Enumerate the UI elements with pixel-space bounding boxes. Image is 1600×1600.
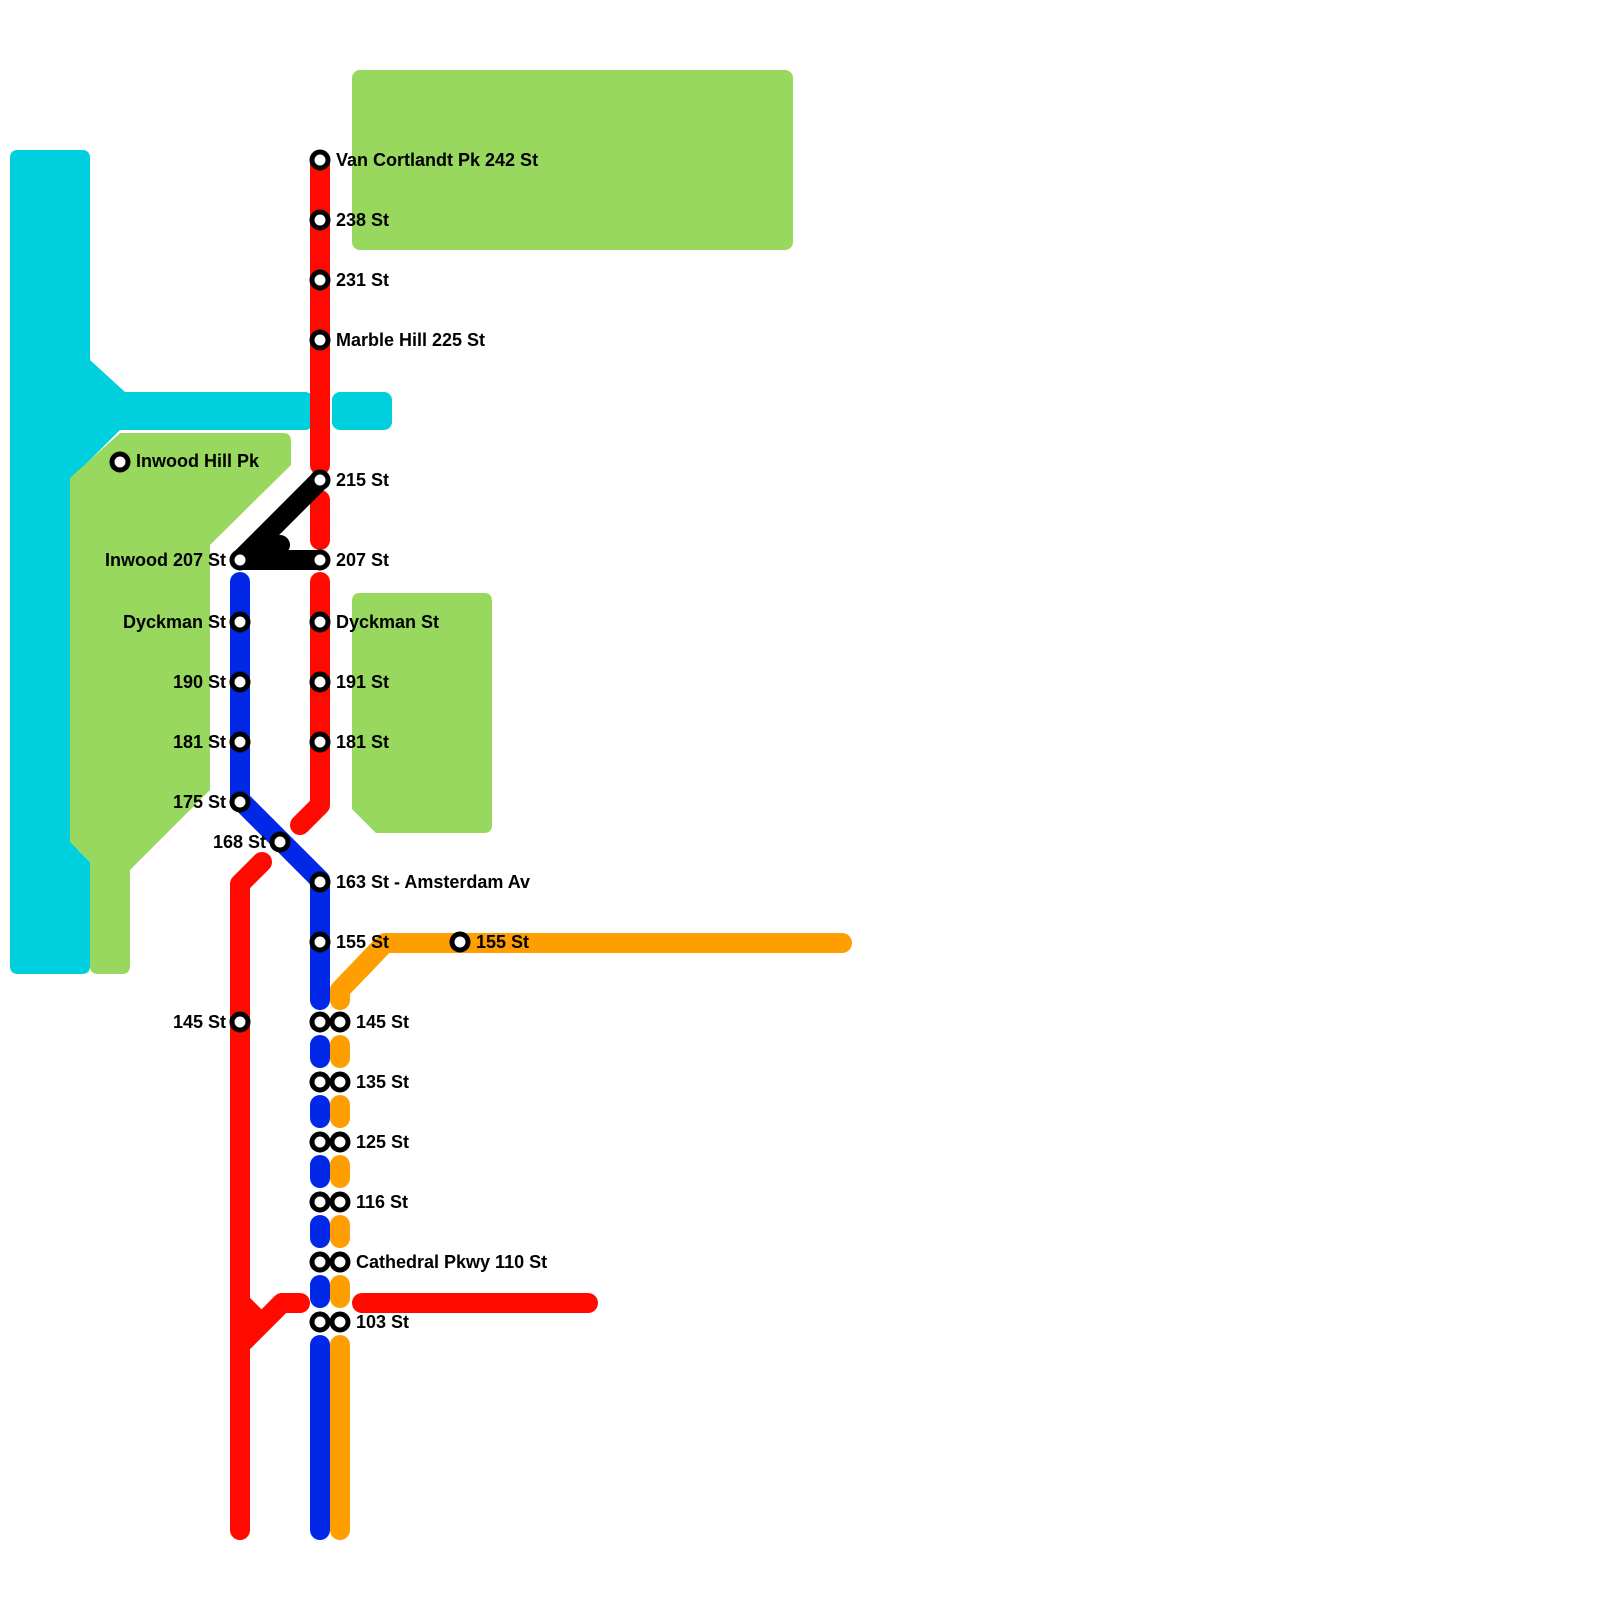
- park-fort-tryon: [352, 593, 492, 833]
- label-125: 125 St: [356, 1132, 409, 1152]
- station-181-red[interactable]: [309, 731, 331, 753]
- park-van-cortlandt: [352, 70, 793, 250]
- label-dyckman-blue: Dyckman St: [123, 612, 226, 632]
- station-191[interactable]: [309, 671, 331, 693]
- station-238[interactable]: [309, 209, 331, 231]
- station-163[interactable]: [309, 871, 331, 893]
- label-231: 231 St: [336, 270, 389, 290]
- station-231[interactable]: [309, 269, 331, 291]
- label-inwood-hill: Inwood Hill Pk: [136, 451, 260, 471]
- water-harlem-river-west: [10, 150, 312, 974]
- label-cathedral: Cathedral Pkwy 110 St: [356, 1252, 547, 1272]
- park-inwood-hill: [70, 433, 291, 974]
- station-207-red[interactable]: [309, 549, 331, 571]
- station-145-orange[interactable]: [329, 1011, 351, 1033]
- label-marble-hill: Marble Hill 225 St: [336, 330, 485, 350]
- station-125-orange[interactable]: [329, 1131, 351, 1153]
- station-marble-hill[interactable]: [309, 329, 331, 351]
- station-cathedral-orange[interactable]: [329, 1251, 351, 1273]
- label-dyckman-red: Dyckman St: [336, 612, 439, 632]
- red-line-segment-lower: [230, 852, 272, 1540]
- label-135: 135 St: [356, 1072, 409, 1092]
- label-191: 191 St: [336, 672, 389, 692]
- station-155-blue[interactable]: [309, 931, 331, 953]
- label-215: 215 St: [336, 470, 389, 490]
- label-inwood-207: Inwood 207 St: [105, 550, 226, 570]
- label-175: 175 St: [173, 792, 226, 812]
- station-dyckman-red[interactable]: [309, 611, 331, 633]
- label-190: 190 St: [173, 672, 226, 692]
- water-bodies: [10, 150, 392, 974]
- label-207-red: 207 St: [336, 550, 389, 570]
- station-135-blue[interactable]: [309, 1071, 331, 1093]
- station-103-orange[interactable]: [329, 1311, 351, 1333]
- station-190[interactable]: [229, 671, 251, 693]
- station-145-blue[interactable]: [309, 1011, 331, 1033]
- label-116: 116 St: [356, 1192, 408, 1212]
- blue-line-upper: [230, 572, 330, 1010]
- label-163: 163 St - Amsterdam Av: [336, 872, 530, 892]
- station-145-red[interactable]: [229, 1011, 251, 1033]
- station-103-blue[interactable]: [309, 1311, 331, 1333]
- stations: [109, 149, 471, 1333]
- water-spuyten-duyvil: [332, 392, 392, 430]
- label-145-red: 145 St: [173, 1012, 226, 1032]
- station-116-orange[interactable]: [329, 1191, 351, 1213]
- orange-line-155: [330, 933, 852, 1010]
- station-cathedral-blue[interactable]: [309, 1251, 331, 1273]
- station-168[interactable]: [269, 831, 291, 853]
- station-van-cortlandt[interactable]: [309, 149, 331, 171]
- label-181-red: 181 St: [336, 732, 389, 752]
- station-155-orange[interactable]: [449, 931, 471, 953]
- station-181-blue[interactable]: [229, 731, 251, 753]
- label-168: 168 St: [213, 832, 266, 852]
- station-215[interactable]: [309, 469, 331, 491]
- station-125-blue[interactable]: [309, 1131, 331, 1153]
- label-155-blue: 155 St: [336, 932, 389, 952]
- red-line-branch-junction: [230, 1292, 268, 1330]
- station-dyckman-blue[interactable]: [229, 611, 251, 633]
- station-labels: Van Cortlandt Pk 242 St 238 St 231 St Ma…: [105, 150, 547, 1332]
- label-van-cortlandt: Van Cortlandt Pk 242 St: [336, 150, 538, 170]
- label-238: 238 St: [336, 210, 389, 230]
- station-inwood-207[interactable]: [229, 549, 251, 571]
- label-103: 103 St: [356, 1312, 409, 1332]
- red-line-branch: [230, 1293, 310, 1355]
- label-155-orange: 155 St: [476, 932, 529, 952]
- station-116-blue[interactable]: [309, 1191, 331, 1213]
- red-line-segment-upper: [290, 572, 330, 835]
- label-181-blue: 181 St: [173, 732, 226, 752]
- station-175[interactable]: [229, 791, 251, 813]
- label-145: 145 St: [356, 1012, 409, 1032]
- parks: [70, 70, 793, 974]
- station-inwood-hill[interactable]: [109, 451, 131, 473]
- station-135-orange[interactable]: [329, 1071, 351, 1093]
